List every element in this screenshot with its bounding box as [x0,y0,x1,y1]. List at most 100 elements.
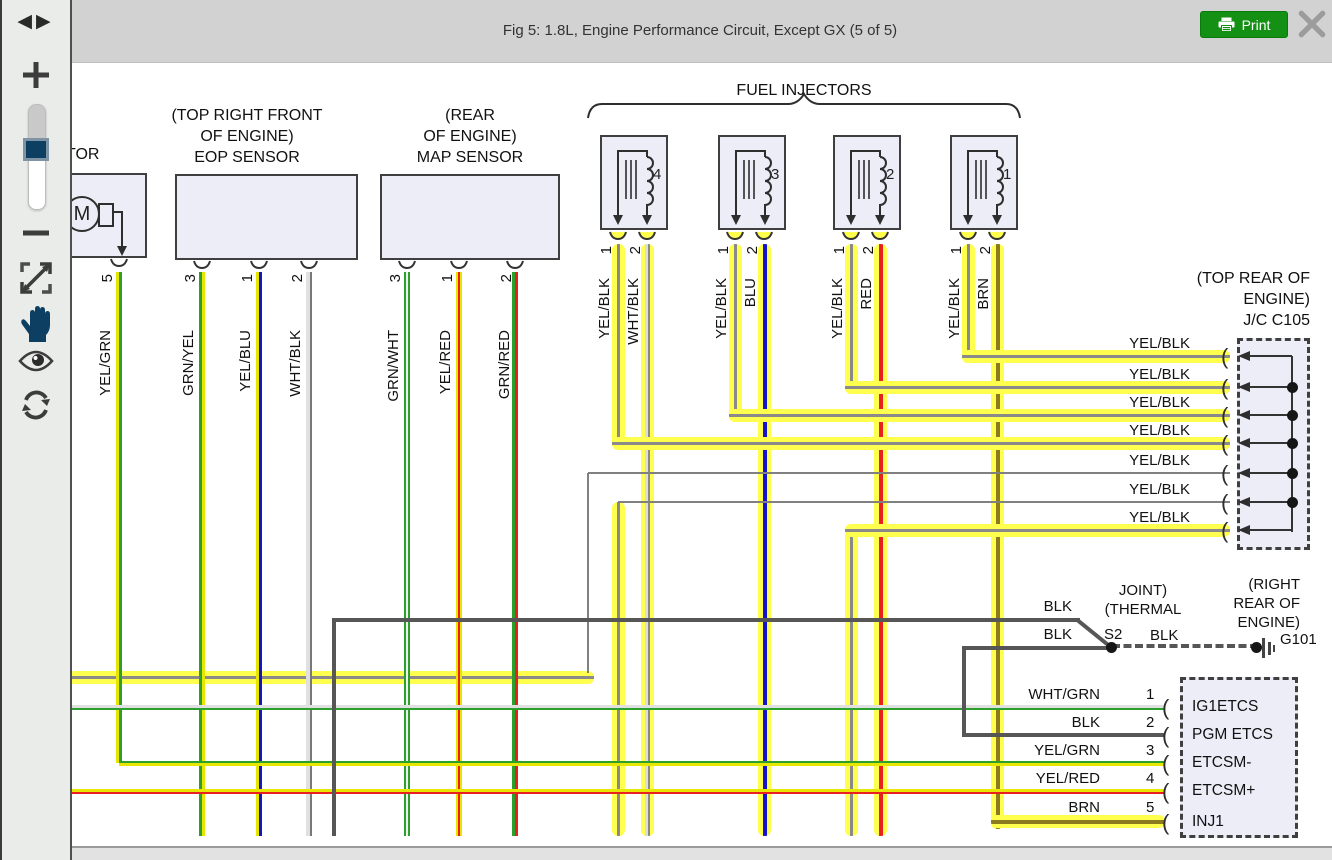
jc-row5-innerline [1248,472,1292,474]
jc-row3-innerline [1248,414,1292,416]
wire-ecu-pin5-brn [991,815,1165,828]
wire-map-grnred [512,272,518,836]
wire-inj3-pin1-yelblk [729,244,742,422]
map-pin3-number: 3 [387,274,404,283]
jc-row4-arrow-icon [1238,438,1250,448]
motor-wire-h [112,211,122,213]
jc-row4-innerline [1248,442,1292,444]
inj3-pin1-number: 1 [715,246,732,255]
jc-row7-innerline [1248,529,1292,531]
motor-terminal-square [98,203,114,227]
wire-row6-drop-yelblk [612,502,625,836]
pan-tool-wrap [2,304,70,344]
left-toolbar: ◀ ▶ [0,0,72,860]
jc-row2-innerline [1248,386,1292,388]
bottom-scroll-strip[interactable] [68,846,1332,860]
jc-row4-paren-icon: ( [1221,431,1229,456]
motor-symbol-letter: M [73,202,91,225]
inj3-pin2-connector [755,231,773,241]
eye-icon[interactable] [17,348,55,374]
jc-row6-innerline [1248,501,1292,503]
ecu-pin5-name: INJ1 [1192,813,1224,830]
map-sensor-box [380,174,560,260]
hand-pan-icon[interactable] [19,304,53,344]
jc-row7-paren-icon: ( [1221,518,1229,543]
prev-page-icon[interactable]: ◀ [17,11,36,32]
g101-location-label: (RIGHT REAR OF ENGINE) [1233,576,1300,631]
map-pin3-connector [398,260,416,270]
wire-blk-bottom [962,646,1112,650]
jc-row1-label: YEL/BLK [1129,335,1190,352]
wire-label-grnyel: GRN/YEL [180,330,197,396]
wire-blk-top [332,618,1080,622]
map-sensor-label: (REAR OF ENGINE) MAP SENSOR [416,107,524,166]
eop-sensor-label: (TOP RIGHT FRONT OF ENGINE) EOP SENSOR [171,107,323,166]
jc-row1-paren-icon: ( [1221,344,1229,369]
wire-ecu-pin3-yelgrn [119,761,1165,766]
jc-junction-dot-2 [1287,410,1298,421]
wire-label-inj1-brn: BRN [975,278,992,310]
wire-label-whtblk-eop: WHT/BLK [287,330,304,397]
refresh-icon[interactable] [17,386,55,424]
thermal-joint-label: JOINT) (THERMAL [1104,582,1182,618]
wire-label-grnred: GRN/RED [496,330,513,400]
wire-blk-left-drop [332,620,336,836]
injector-1-box [950,135,1018,230]
ecu-pin5-paren-icon: ( [1162,810,1170,835]
wire-jc-row7 [845,524,1230,537]
diagram-canvas[interactable] [68,0,1332,860]
jc-junction-dot-1 [1287,382,1298,393]
jc-junction-dot-4 [1287,468,1298,479]
print-button-label: Print [1241,16,1271,33]
ecu-pin1-wire-label: WHT/GRN [1028,686,1100,703]
eop-pin2-connector [300,260,318,270]
jc-row3-paren-icon: ( [1221,403,1229,428]
jc-row5-arrow-icon [1238,468,1250,478]
ecu-pin1-name: IG1ETCS [1192,698,1259,715]
wire-jc-row4 [612,437,1230,450]
inj2-pin2-number: 2 [860,246,877,255]
motor-label: TOR [66,146,100,163]
ecu-pin2-wire-label: BLK [1071,714,1100,731]
ground-symbol-bar2 [1268,642,1271,655]
jc-row4-label: YEL/BLK [1129,422,1190,439]
zoom-slider-handle[interactable] [23,138,49,161]
zoom-in-icon[interactable] [19,58,53,92]
jc-row3-arrow-icon [1238,410,1250,420]
wire-label-yelgrn: YEL/GRN [97,330,114,396]
close-icon[interactable] [1296,8,1328,40]
jc-row1-arrow-icon [1238,351,1250,361]
wire-motor-yelgrn [116,272,122,763]
ecu-pin2-paren-icon: ( [1162,723,1170,748]
injector-2-number: 2 [886,166,895,183]
blk-label-2: BLK [1043,626,1072,643]
blk-label-1: BLK [1043,598,1072,615]
wire-label-inj3-yelblk: YEL/BLK [713,278,730,339]
ecu-pin5-number: 5 [1146,799,1155,816]
eop-pin1-connector [250,260,268,270]
ecu-pin4-name: ETCSM+ [1192,782,1256,799]
print-button[interactable]: Print [1200,11,1288,38]
ecu-pin2-number: 2 [1146,714,1155,731]
ecu-box [1180,677,1298,838]
injector-4-coil [613,150,654,225]
ecu-pin3-paren-icon: ( [1162,751,1170,776]
figure-title: Fig 5: 1.8L, Engine Performance Circuit,… [502,22,898,39]
visibility-wrap [2,348,70,374]
eop-sensor-box [175,174,358,260]
zoom-out-icon[interactable] [19,224,53,242]
s2-junction-dot [1106,642,1117,653]
refresh-wrap [2,386,70,424]
jc-row2-label: YEL/BLK [1129,366,1190,383]
jc-junction-dot-3 [1287,438,1298,449]
next-page-icon[interactable]: ▶ [36,11,55,32]
ecu-pin3-name: ETCSM- [1192,754,1252,771]
fit-screen-icon[interactable] [18,260,54,296]
injector-2-coil [846,150,887,225]
ground-symbol-bar3 [1273,645,1275,652]
wire-label-yelblu: YEL/BLU [237,330,254,392]
wire-inj2-pin2-red [874,244,887,836]
motor-arrowhead [117,246,127,256]
ground-symbol-bar1 [1262,638,1265,658]
